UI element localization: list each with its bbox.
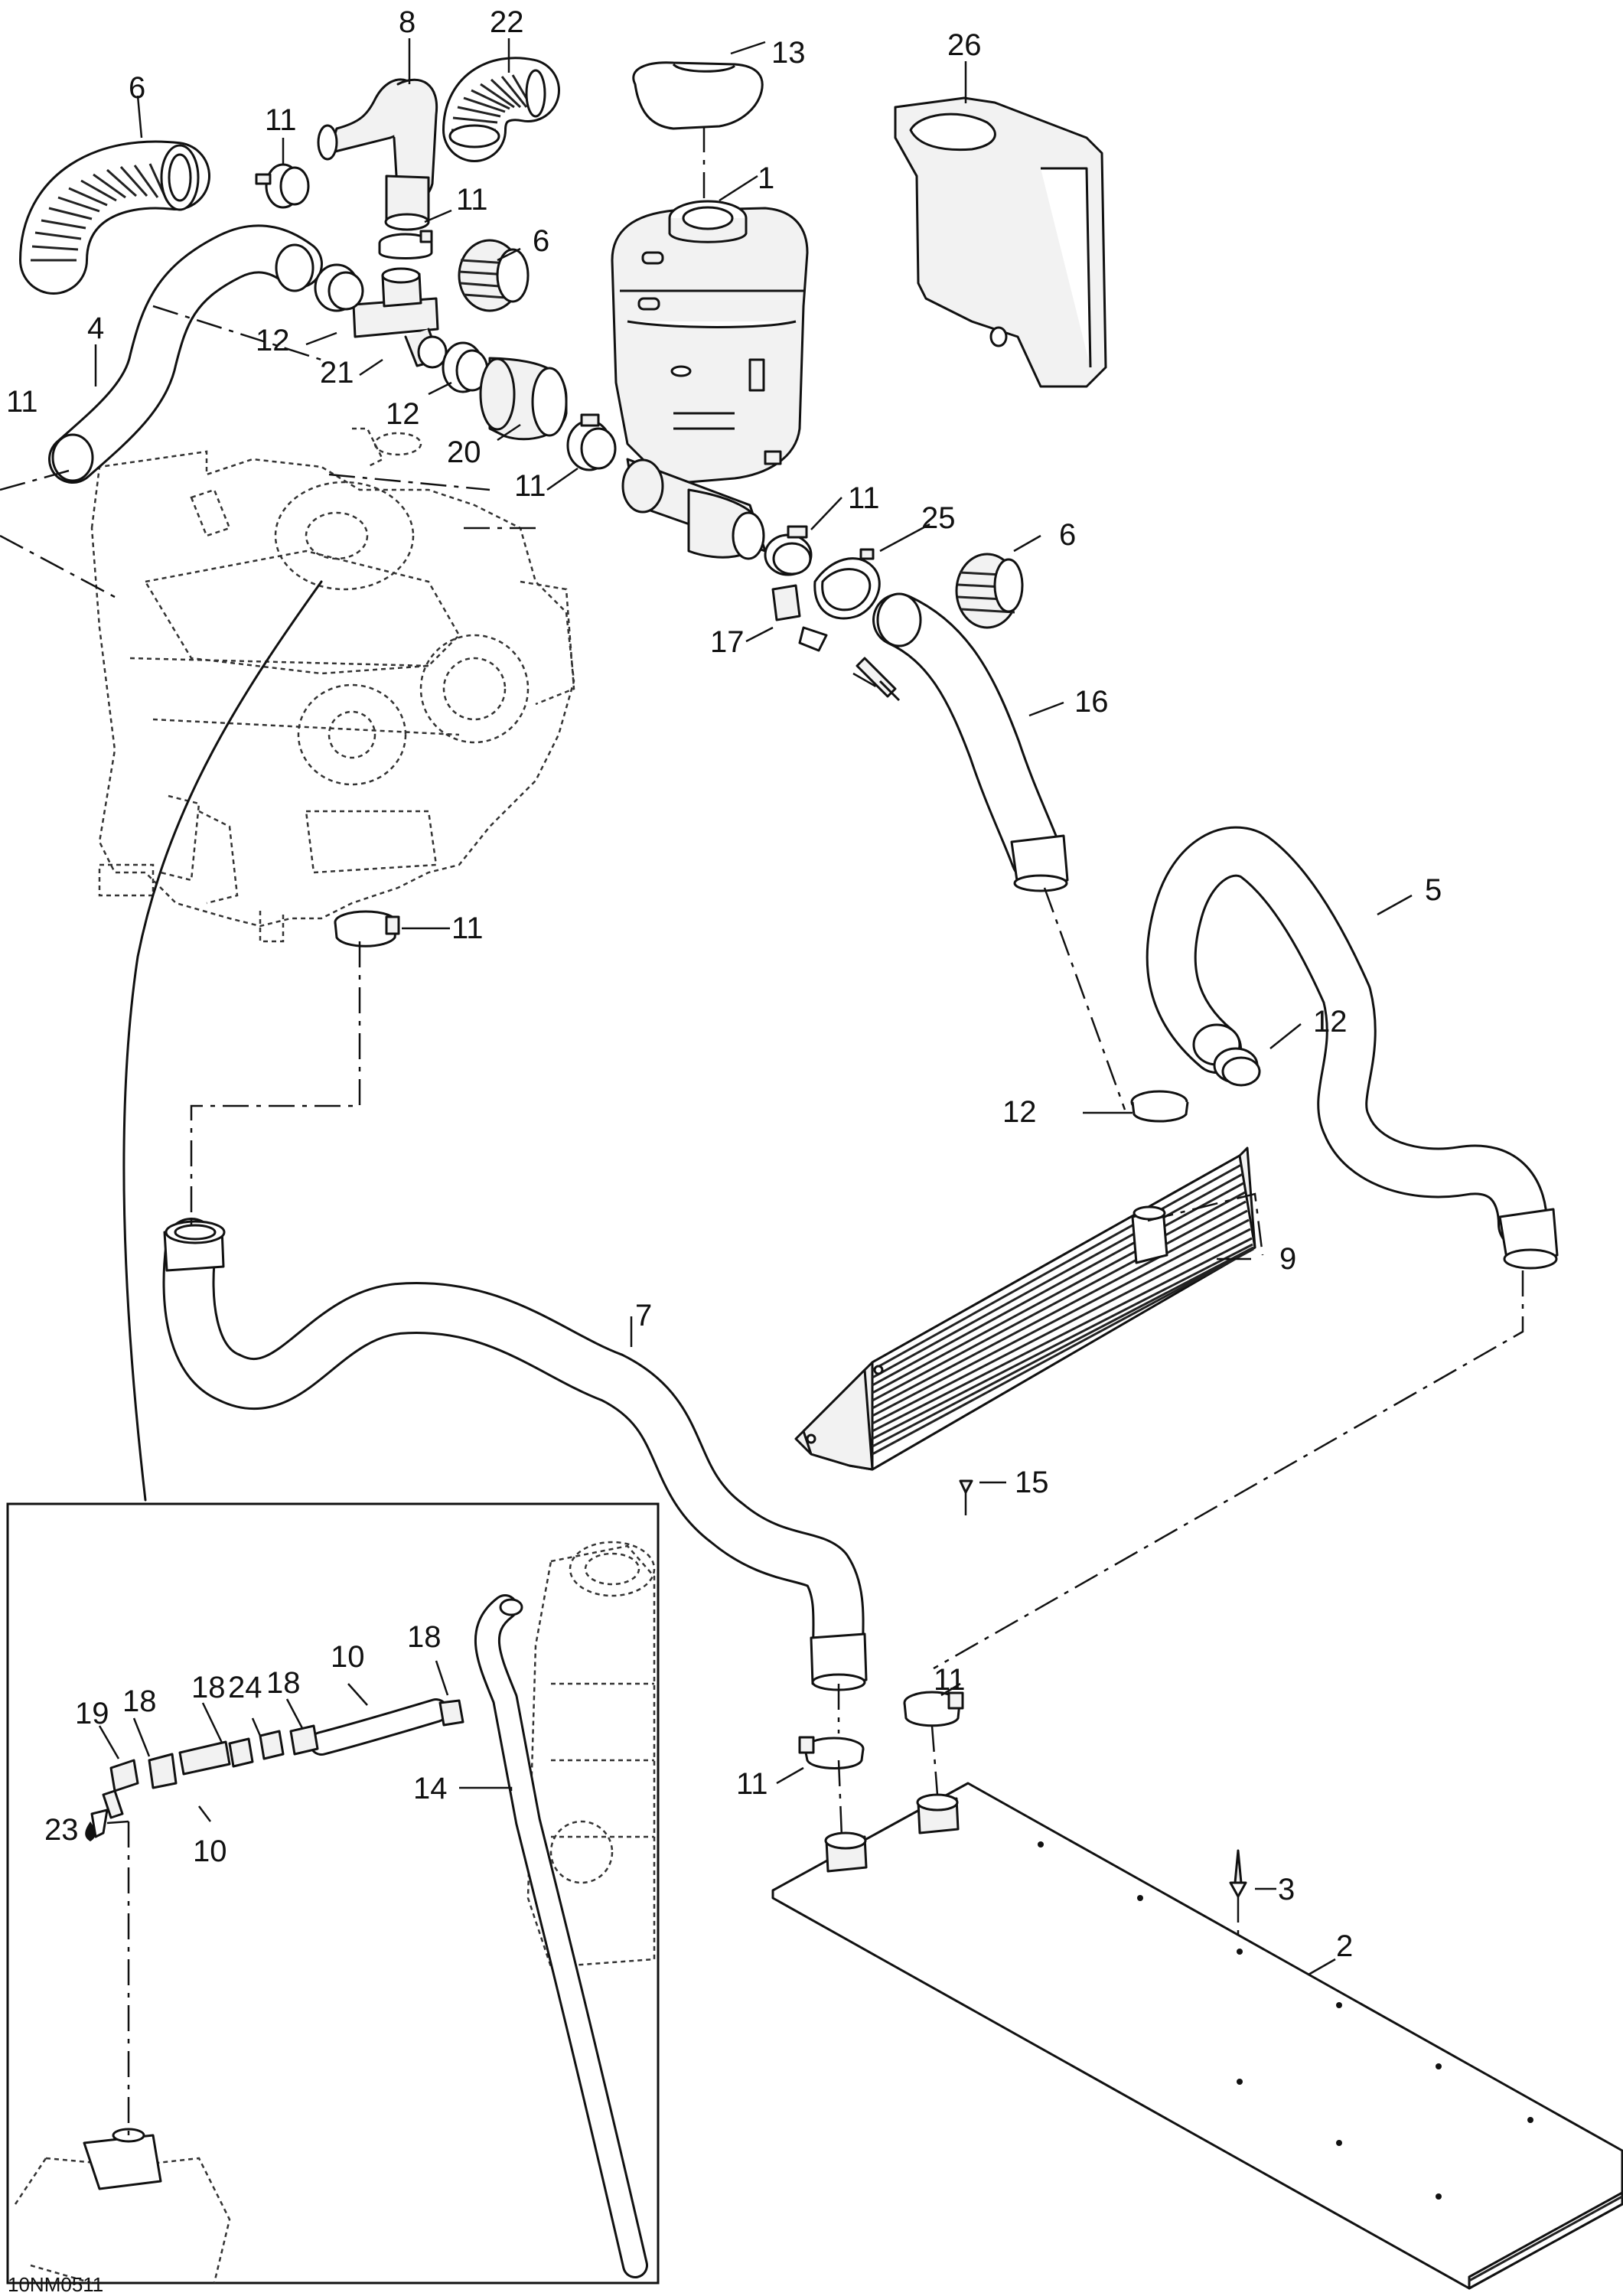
tank-outlet-coupler <box>621 458 767 560</box>
bracket-26 <box>894 96 1107 388</box>
t-fitting-21 <box>352 267 448 369</box>
callout-19: 19 <box>75 1697 109 1730</box>
callout-18-c: 18 <box>266 1666 301 1700</box>
diagram-code: 10NM0511 <box>8 2273 103 2296</box>
callout-15: 15 <box>1015 1466 1049 1499</box>
callout-8: 8 <box>399 5 416 39</box>
callout-12-d: 12 <box>1002 1095 1037 1129</box>
hose-6-small-right <box>955 553 1024 629</box>
rivet-3 <box>1229 1849 1247 1898</box>
clip-17 <box>771 584 901 702</box>
rivet-15 <box>959 1479 973 1494</box>
sleeve-12-c <box>1213 1047 1261 1087</box>
hose-4 <box>48 224 323 484</box>
hose-7 <box>162 1218 868 1691</box>
callout-12-a: 12 <box>256 324 290 357</box>
hose-22-corrugated <box>442 57 560 162</box>
inset-detail <box>6 1502 660 2285</box>
fitting-chain <box>90 1699 464 1838</box>
engine-phantom <box>90 427 575 943</box>
sleeve-12-d <box>1130 1090 1189 1123</box>
clamp-11-right-tank <box>764 525 813 576</box>
sealant-drop-icon <box>85 1821 96 1841</box>
callout-10-top: 10 <box>331 1640 365 1674</box>
callout-labels: 8 22 13 26 6 11 1 11 6 4 12 21 11 12 20 … <box>6 5 1442 1963</box>
callout-11-coupler: 11 <box>514 469 546 503</box>
callout-11-left: 11 <box>6 385 38 419</box>
clamp-11-upper-left <box>255 163 310 209</box>
hose-6-corrugated <box>19 140 210 295</box>
expansion-tank-1 <box>611 200 809 484</box>
clamp-11-coupler <box>566 413 617 471</box>
callout-6-top-left: 6 <box>129 71 145 105</box>
callout-21: 21 <box>320 356 354 390</box>
callout-17: 17 <box>710 625 745 659</box>
callout-12-b: 12 <box>386 397 420 431</box>
sleeve-12-b <box>442 341 489 393</box>
clamp-11-engine-lower <box>334 910 400 947</box>
callout-26: 26 <box>947 28 982 62</box>
clamp-11-lower-left <box>798 1736 865 1769</box>
radiator-cap-13 <box>632 61 764 130</box>
callout-20: 20 <box>447 435 481 469</box>
callout-18-top: 18 <box>407 1620 442 1654</box>
callout-13: 13 <box>771 36 806 70</box>
callout-24: 24 <box>228 1671 262 1704</box>
callout-18-b: 18 <box>191 1671 226 1704</box>
fins <box>872 1163 1254 1456</box>
callout-9: 9 <box>1279 1242 1296 1276</box>
clamp-11-lower-right <box>903 1691 964 1727</box>
callout-2: 2 <box>1336 1929 1353 1963</box>
callout-5: 5 <box>1425 873 1442 907</box>
callout-11-top: 11 <box>265 103 297 137</box>
callout-12-c: 12 <box>1313 1005 1348 1039</box>
leader-lines <box>94 38 1413 1976</box>
callout-11-pipe: 11 <box>456 183 488 217</box>
callout-16: 16 <box>1074 685 1109 719</box>
callout-11-tank-right: 11 <box>848 481 880 515</box>
heat-exchanger-9 <box>794 1146 1256 1471</box>
callout-1: 1 <box>758 161 774 195</box>
hose-6-small-upper <box>458 239 530 312</box>
callout-14: 14 <box>413 1772 448 1805</box>
callout-25: 25 <box>921 501 956 535</box>
callout-23: 23 <box>44 1813 79 1847</box>
plate-2 <box>771 1782 1623 2290</box>
strap-25 <box>813 548 881 620</box>
clamp-11-upper-mid <box>378 230 433 259</box>
callout-7: 7 <box>635 1299 652 1332</box>
sleeve-12-a <box>314 263 364 312</box>
callout-4: 4 <box>87 311 104 345</box>
pipe-8 <box>317 78 438 231</box>
callout-11-lower-left: 11 <box>736 1767 768 1801</box>
hose-16 <box>872 592 1069 892</box>
callout-6-right: 6 <box>1059 518 1076 552</box>
coupler-20 <box>479 357 568 441</box>
callout-10-bottom: 10 <box>193 1835 227 1868</box>
callout-3: 3 <box>1278 1873 1295 1906</box>
callout-6-mid: 6 <box>533 224 549 258</box>
callout-22: 22 <box>490 5 524 39</box>
callout-11-engine: 11 <box>451 912 484 945</box>
callout-18-a: 18 <box>122 1684 157 1718</box>
callout-11-lower-right: 11 <box>934 1663 966 1697</box>
